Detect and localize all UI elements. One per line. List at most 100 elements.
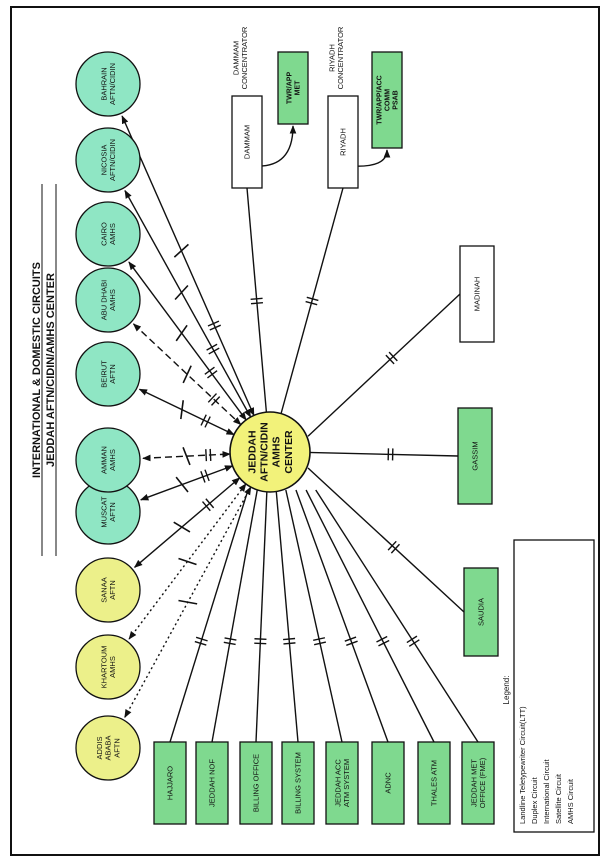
domestic-node-label-line: MADINAH	[473, 277, 482, 312]
domestic-link-duplex-mark	[313, 637, 326, 642]
concentrator-sub-label-line: TWR/APP/ACC	[376, 75, 383, 124]
center-node	[229, 411, 311, 493]
concentrator-sub-node	[277, 51, 309, 125]
international-link-duplex-mark	[200, 414, 207, 426]
amhs-link-duplex-mark	[205, 449, 208, 462]
domestic-link-duplex-mark	[254, 642, 267, 645]
domestic-link-duplex-mark	[254, 638, 267, 640]
international-node	[75, 427, 141, 493]
concentrator-node	[327, 95, 359, 189]
international-node-label-line: AMHS	[108, 656, 117, 678]
international-link-international-mark	[175, 476, 189, 493]
domestic-link-duplex-mark	[406, 635, 418, 644]
international-node-label-line: ADDIS	[95, 737, 104, 760]
international-link-duplex-mark	[206, 343, 218, 351]
concentrator-caption-line: CONCENTRATOR	[336, 26, 345, 89]
domestic-node-label: GASSIM	[471, 441, 480, 470]
international-node-label-line: AFTN	[108, 580, 117, 600]
domestic-node-label-line: HAJJARO	[166, 766, 175, 800]
international-link-international-mark	[173, 243, 189, 258]
domestic-link	[315, 489, 479, 743]
domestic-node-label-line: JEDDAH ACC	[333, 759, 342, 807]
domestic-link-duplex-mark	[387, 540, 397, 551]
concentrator-caption-line: RIYADH	[327, 44, 336, 72]
domestic-node-label-line: ATM SYSTEM	[342, 759, 351, 807]
concentrator-caption-line: DAMMAM	[231, 41, 240, 75]
legend-box	[513, 539, 595, 833]
concentrator-node-label: DAMMAM	[243, 125, 252, 159]
domestic-link	[305, 489, 435, 743]
domestic-link-duplex-mark	[376, 635, 388, 643]
international-node-label-line: AFTN	[108, 364, 117, 384]
center-node-label-line: AFTN/CIDIN	[259, 422, 271, 482]
domestic-node-label: BILLING OFFICE	[252, 754, 261, 812]
international-node-label-line: AFTN	[112, 738, 121, 758]
domestic-link-duplex-mark	[385, 354, 395, 365]
international-node-label-line: BAHRAIN	[99, 67, 108, 100]
domestic-link-duplex-mark	[224, 637, 237, 641]
legend-item-label: International Circuit	[542, 758, 551, 824]
international-node-label-line: BEIRUT	[99, 360, 108, 388]
international-node-label-line: ABABA	[104, 735, 113, 760]
international-node	[75, 51, 141, 117]
domestic-node-label-line: GASSIM	[471, 441, 480, 470]
domestic-link-duplex-mark	[390, 543, 401, 554]
international-link	[121, 115, 255, 417]
amhs-link-international-mark	[182, 446, 191, 466]
international-node-label-line: AMHS	[108, 449, 117, 471]
legend-item: AMHS Circuit	[566, 778, 575, 824]
concentrator-link-duplex-mark	[306, 296, 319, 302]
domestic-link-duplex-mark	[223, 641, 236, 646]
international-node	[75, 715, 141, 781]
concentrator-node-label-line: DAMMAM	[243, 125, 252, 159]
domestic-node	[153, 741, 187, 825]
domestic-node	[463, 567, 499, 657]
legend-item: International Circuit	[542, 758, 551, 824]
domestic-node	[195, 741, 229, 825]
domestic-node	[461, 741, 495, 825]
domestic-link-duplex-mark	[283, 637, 296, 641]
international-node-label-line: AMHS	[108, 223, 117, 245]
international-link	[140, 465, 234, 501]
diagram-title-line: INTERNATIONAL & DOMESTIC CIRCUITS	[31, 262, 43, 478]
domestic-link	[285, 489, 343, 743]
international-node-label-line: KHARTOUM	[99, 646, 108, 689]
concentrator-node	[231, 95, 263, 189]
domestic-node-label-line: BILLING SYSTEM	[294, 752, 303, 814]
international-link-duplex-mark	[209, 324, 222, 331]
domestic-link	[169, 489, 249, 743]
legend-item-label: AMHS Circuit	[566, 778, 575, 824]
international-link-duplex-mark	[208, 347, 220, 355]
concentrator-node-label-line: RIYADH	[339, 128, 348, 156]
domestic-link-duplex-mark	[195, 636, 208, 642]
domestic-link	[255, 489, 268, 743]
domestic-node-label-line: BILLING OFFICE	[252, 754, 261, 812]
domestic-node-label: HAJJARO	[166, 766, 175, 800]
diagram-subtitle-line: JEDDAH AFTN/CIDIN/AMHS CENTER	[45, 273, 57, 467]
concentrator-node-label: RIYADH	[339, 128, 348, 156]
international-link	[124, 189, 252, 418]
concentrator-caption-line: CONCENTRATOR	[240, 26, 249, 89]
legend-title-line: Legend:	[502, 676, 511, 705]
domestic-link-duplex-mark	[194, 640, 207, 646]
domestic-node	[459, 245, 495, 343]
legend-item-label: Satellite Circuit	[554, 773, 563, 824]
domestic-node-label-line: JEDDAH NOF	[208, 759, 217, 807]
domestic-node	[417, 741, 451, 825]
diagram-frame	[10, 6, 600, 856]
domestic-node-label-line: SAUDIA	[477, 598, 486, 626]
domestic-link-duplex-mark	[314, 641, 327, 646]
domestic-node-label: MADINAH	[473, 277, 482, 312]
domestic-link-duplex-mark	[388, 351, 398, 362]
domestic-node-label-line: JEDDAH MET	[469, 759, 478, 807]
legend-item-label: Landline Teletypewriter Circuit(LTT)	[518, 706, 527, 824]
domestic-link	[307, 451, 459, 457]
amhs-link-international-mark	[182, 365, 192, 384]
domestic-link-duplex-mark	[408, 639, 420, 647]
